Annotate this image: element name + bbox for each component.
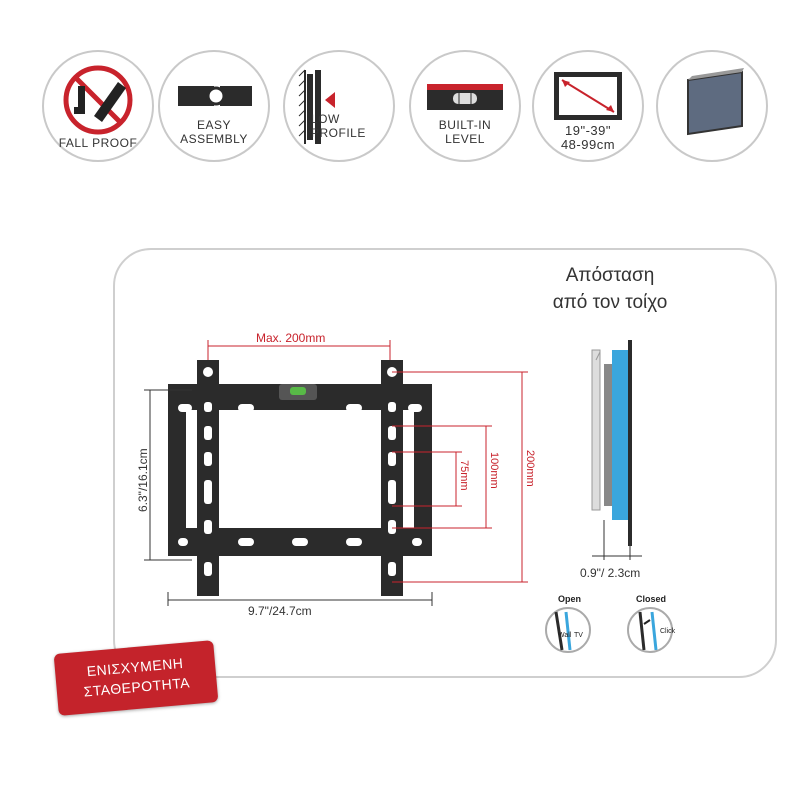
flat-tv-icon <box>687 68 744 136</box>
distance-title-line2: από τον τοίχο <box>552 292 668 313</box>
diagram-panel <box>113 248 777 678</box>
wall-label: Wall <box>558 632 572 639</box>
feature-easy-assembly: EASY ASSEMBLY <box>158 50 270 162</box>
max-width-label: Max. 200mm <box>256 331 326 345</box>
feature-screen-size: 19"-39" 48-99cm <box>532 50 644 162</box>
distance-label: 0.9"/ 2.3cm <box>580 566 641 580</box>
vesa-75-label: 75mm <box>458 460 470 491</box>
feature-label-line2: PROFILE <box>311 126 366 140</box>
tv-label: TV <box>574 632 583 639</box>
closed-label: Closed <box>636 594 667 604</box>
feature-built-in-level: BUILT-IN LEVEL <box>409 50 521 162</box>
feature-fall-proof: FALL PROOF <box>42 50 154 162</box>
easy-assembly-icon <box>178 86 252 106</box>
built-in-level-icon <box>427 84 503 110</box>
open-detail <box>545 607 591 653</box>
feature-label-line2: LEVEL <box>445 132 485 146</box>
fall-proof-icon <box>63 65 133 135</box>
open-label: Open <box>558 594 582 604</box>
feature-label-line2: ASSEMBLY <box>180 132 248 146</box>
feature-label: FALL PROOF <box>58 136 138 150</box>
distance-title: Απόσταση από τον τοίχο <box>520 262 700 316</box>
feature-label-line1: EASY <box>196 118 231 132</box>
height-dimension-label: 6.3"/16.1cm <box>136 448 150 512</box>
closed-detail <box>627 607 673 653</box>
feature-flat-tv <box>656 50 768 162</box>
width-dimension-label: 9.7"/24.7cm <box>248 604 312 618</box>
feature-low-profile: LOW PROFILE <box>283 50 395 162</box>
feature-label-line1: 19"-39" <box>565 123 611 138</box>
vesa-100-label: 100mm <box>488 452 500 489</box>
feature-label-line1: LOW <box>311 112 340 126</box>
feature-label-line1: BUILT-IN <box>438 118 492 132</box>
low-profile-icon <box>298 69 335 144</box>
click-label: Click <box>660 628 676 635</box>
feature-label-line2: 48-99cm <box>560 137 616 152</box>
side-view <box>591 340 642 560</box>
screen-size-icon <box>554 72 622 120</box>
distance-title-line1: Απόσταση <box>565 265 655 286</box>
vesa-200-label: 200mm <box>524 450 536 487</box>
